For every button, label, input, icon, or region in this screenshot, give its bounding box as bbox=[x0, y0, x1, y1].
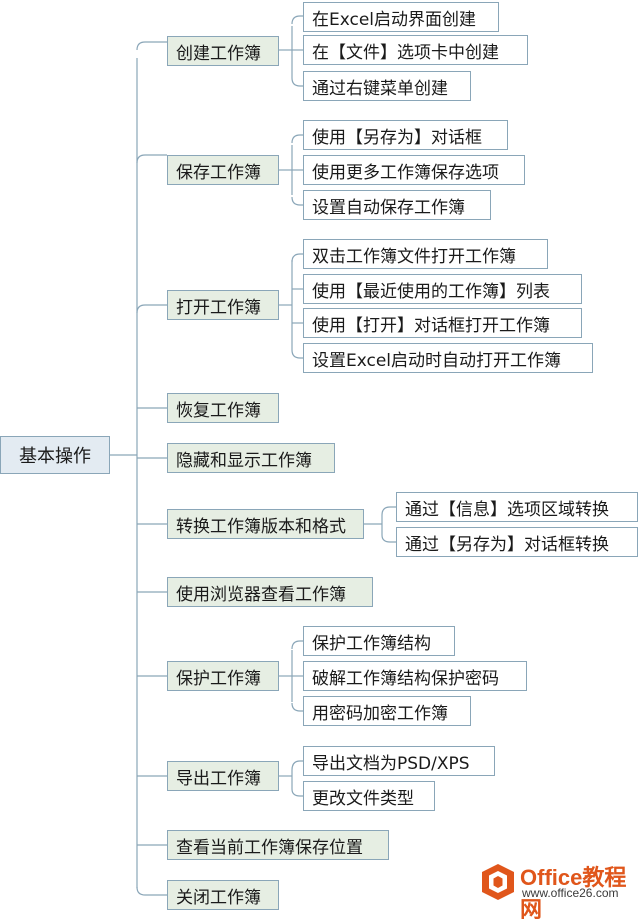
watermark-name: Office教程网 bbox=[520, 865, 627, 922]
branch-node-open-workbook: 打开工作簿 bbox=[167, 290, 279, 320]
leaf-node: 使用更多工作簿保存选项 bbox=[303, 155, 525, 185]
leaf-node: 用密码加密工作簿 bbox=[303, 696, 471, 726]
leaf-node: 设置自动保存工作簿 bbox=[303, 190, 491, 220]
branch-node-create-workbook: 创建工作簿 bbox=[167, 36, 279, 66]
branch-node-protect-workbook: 保护工作簿 bbox=[167, 661, 279, 691]
leaf-node: 更改文件类型 bbox=[303, 781, 435, 811]
leaf-node: 使用【打开】对话框打开工作簿 bbox=[303, 308, 582, 338]
branch-node-recover-workbook: 恢复工作簿 bbox=[167, 393, 279, 423]
leaf-node: 在Excel启动界面创建 bbox=[303, 2, 499, 32]
leaf-node: 使用【另存为】对话框 bbox=[303, 120, 508, 150]
branch-node-hide-show-workbook: 隐藏和显示工作簿 bbox=[167, 443, 335, 473]
leaf-node: 导出文档为PSD/XPS bbox=[303, 746, 495, 776]
leaf-node: 通过【另存为】对话框转换 bbox=[396, 527, 638, 557]
watermark-url: www.office26.com bbox=[522, 886, 619, 900]
branch-node-export-workbook: 导出工作簿 bbox=[167, 761, 279, 791]
office-logo-icon bbox=[482, 864, 514, 900]
leaf-node: 通过【信息】选项区域转换 bbox=[396, 492, 638, 522]
branch-node-save-workbook: 保存工作簿 bbox=[167, 155, 279, 185]
branch-node-close-workbook: 关闭工作簿 bbox=[167, 880, 279, 910]
office26-watermark: Office教程网 www.office26.com bbox=[478, 858, 640, 922]
leaf-node: 双击工作簿文件打开工作簿 bbox=[303, 239, 548, 269]
root-node: 基本操作 bbox=[0, 436, 110, 474]
branch-node-browser-view-workbook: 使用浏览器查看工作簿 bbox=[167, 577, 373, 607]
leaf-node: 设置Excel启动时自动打开工作簿 bbox=[303, 343, 593, 373]
leaf-node: 通过右键菜单创建 bbox=[303, 71, 471, 101]
leaf-node: 保护工作簿结构 bbox=[303, 626, 455, 656]
branch-node-convert-workbook: 转换工作簿版本和格式 bbox=[167, 509, 364, 539]
leaf-node: 在【文件】选项卡中创建 bbox=[303, 35, 528, 65]
branch-node-view-save-location: 查看当前工作簿保存位置 bbox=[167, 830, 389, 860]
leaf-node: 破解工作簿结构保护密码 bbox=[303, 661, 527, 691]
leaf-node: 使用【最近使用的工作簿】列表 bbox=[303, 274, 582, 304]
